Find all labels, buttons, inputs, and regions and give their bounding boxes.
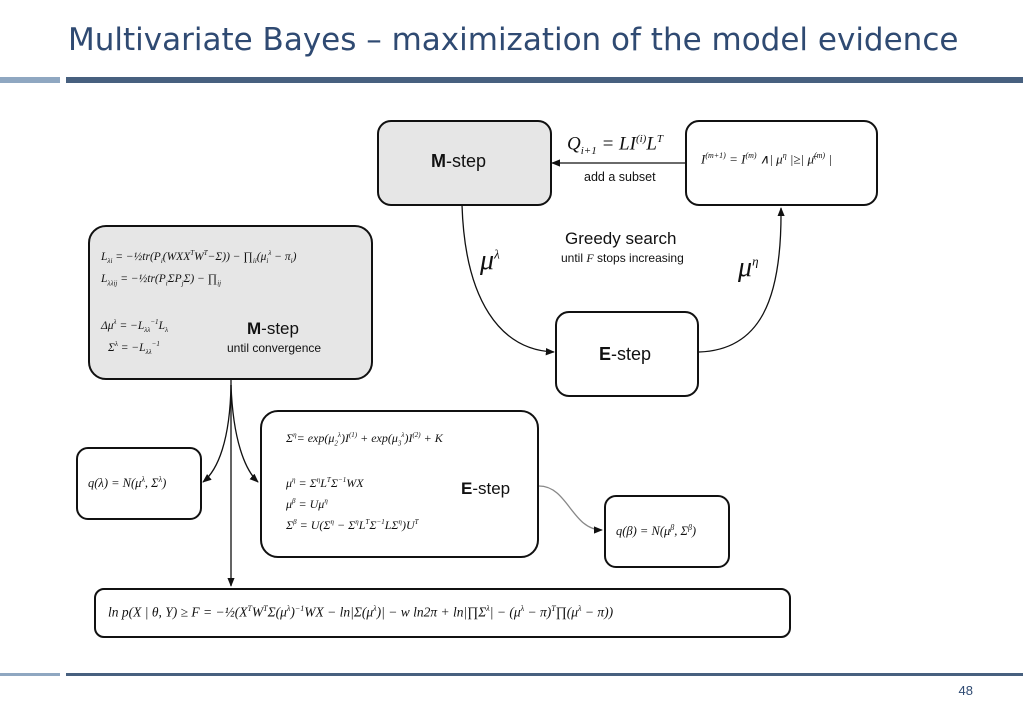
arrow-estep-to-greedy [698, 207, 785, 353]
estep-center-label: E-step [461, 479, 511, 498]
footer-rule [66, 673, 1023, 676]
page-number: 48 [958, 683, 973, 698]
title-rule-accent [0, 77, 60, 83]
estep-center-box: Ση= exp(μ2λ)I(1) + exp(μ3λ)I(2) + K μη =… [260, 410, 539, 558]
arrow-mstep-to-estep [461, 204, 555, 356]
greedy-criterion-equation: I(m+1) = I(m) ∧| μη |≥| μ̄(m) | [701, 151, 832, 167]
free-energy-equation: ln p(X | θ, Y) ≥ F = −½(XTWTΣ(μλ)−1WX − … [108, 604, 614, 620]
estep-eq-mu-eta: μη = ΣηLTΣ−1WX [286, 476, 364, 490]
q-lambda-box: q(λ) = N(μλ, Σλ) [76, 447, 202, 520]
subset-update-equation: Qi+1 = LI(i)LT [567, 133, 664, 158]
greedy-search-subtitle: until F stops increasing [561, 251, 684, 265]
estep-eq-prior-covariance: Ση= exp(μ2λ)I(1) + exp(μ3λ)I(2) + K [286, 431, 443, 448]
mstep-left-label: M-step [247, 319, 299, 338]
slide-title: Multivariate Bayes – maximization of the… [68, 22, 959, 58]
arrow-mstep-to-estep-center [230, 384, 259, 483]
estep-right-box: E-step [555, 311, 699, 397]
title-rule [66, 77, 1023, 83]
greedy-search-title: Greedy search [565, 229, 677, 248]
q-beta-box: q(β) = N(μβ, Σβ) [604, 495, 730, 568]
add-subset-caption: add a subset [584, 170, 656, 184]
greedy-criterion-box: I(m+1) = I(m) ∧| μη |≥| μ̄(m) | [685, 120, 878, 206]
q-beta-equation: q(β) = N(μβ, Σβ) [616, 523, 697, 539]
q-lambda-equation: q(λ) = N(μλ, Σλ) [88, 475, 167, 491]
arrow-estep-to-q-beta [538, 485, 603, 534]
mstep-eq-update: Δμλ = −Lλλ−1Lλ [101, 318, 169, 335]
footer-rule-accent [0, 673, 60, 676]
estep-eq-sigma-beta: Σβ = U(Ση − ΣηLTΣ−1LΣη)UT [286, 518, 419, 532]
free-energy-box: ln p(X | θ, Y) ≥ F = −½(XTWTΣ(μλ)−1WX − … [94, 588, 791, 638]
mstep-eq-gradient: Lλi = −½tr(Pi(WXXTWT−Σ)) − ∏ii(μiλ − πi) [101, 249, 297, 266]
mstep-left-box: Lλi = −½tr(Pi(WXXTWT−Σ)) − ∏ii(μiλ − πi)… [88, 225, 373, 380]
mstep-top-label: M-step [431, 151, 487, 171]
mu-eta-label: μη [738, 252, 759, 283]
estep-right-label: E-step [599, 344, 652, 364]
mu-lambda-label: μλ [480, 245, 500, 276]
mstep-eq-covariance: Σλ = −Lλλ−1 [108, 340, 160, 357]
mstep-left-caption: until convergence [227, 341, 322, 355]
mstep-top-box: M-step [377, 120, 552, 206]
estep-eq-mu-beta: μβ = Uμη [286, 497, 328, 511]
mstep-eq-hessian: Lλλij = −½tr(PiΣPjΣ) − ∏ij [101, 273, 222, 288]
arrow-mstep-to-q-lambda [202, 384, 232, 483]
